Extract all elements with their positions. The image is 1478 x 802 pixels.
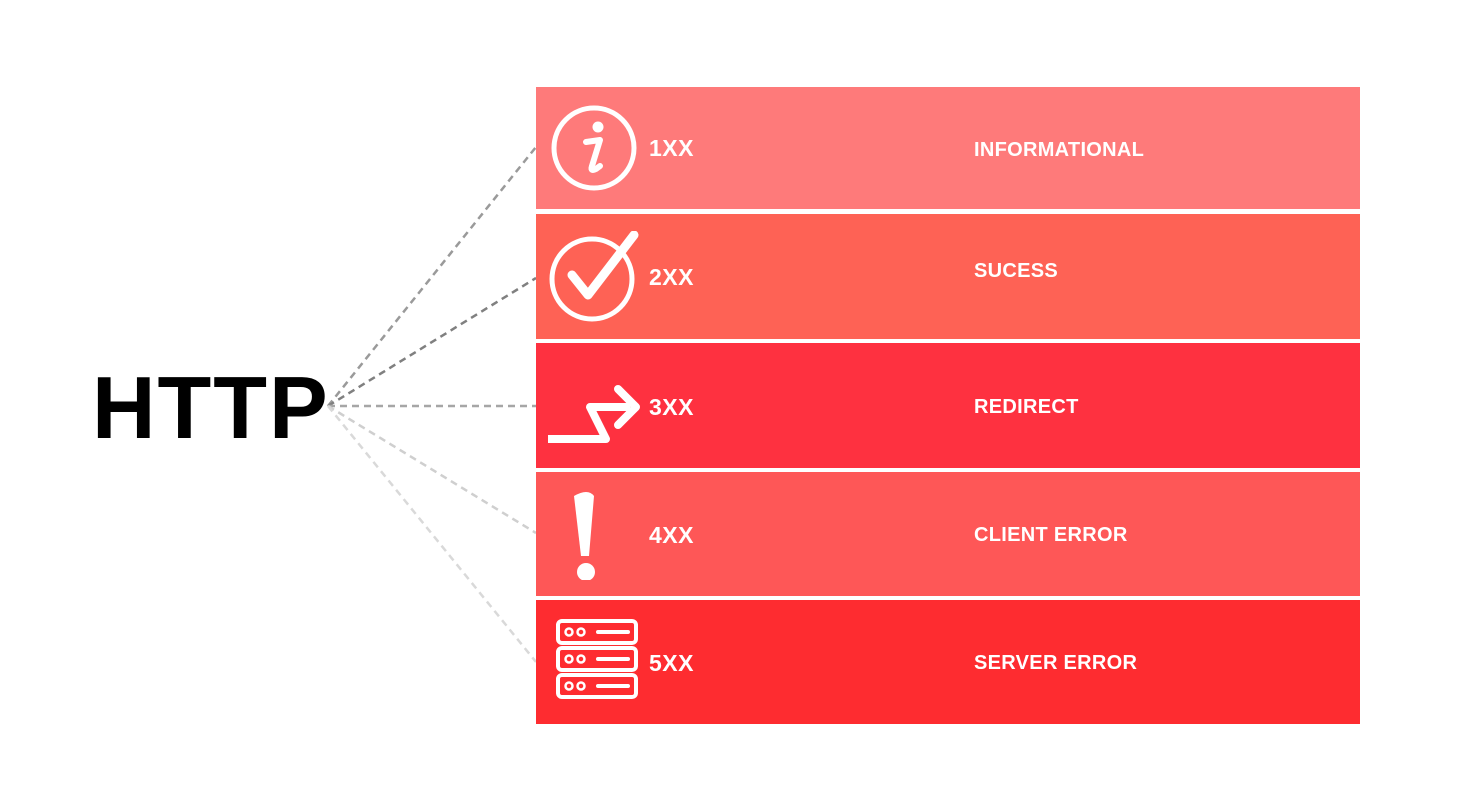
connector-line-5xx — [327, 405, 537, 663]
connector-line-2xx — [327, 276, 537, 408]
status-label: SUCESS — [974, 260, 1059, 282]
status-row-5xx: 5XX SERVER ERROR — [536, 600, 1360, 724]
status-code: 3XX — [649, 394, 694, 420]
status-row-3xx: 3XX REDIRECT — [536, 343, 1360, 468]
status-code: 5XX — [649, 650, 694, 676]
status-code: 2XX — [649, 264, 694, 290]
info-icon — [548, 102, 640, 194]
diagram-title: HTTP — [92, 358, 330, 457]
redirect-arrow-icon — [548, 361, 640, 453]
connector-line-1xx — [327, 146, 537, 407]
status-row-2xx: 2XX SUCESS — [536, 214, 1360, 339]
exclamation-icon — [548, 488, 640, 580]
connector-line-4xx — [327, 404, 537, 535]
status-label: CLIENT ERROR — [974, 524, 1128, 546]
status-row-4xx: 4XX CLIENT ERROR — [536, 472, 1360, 596]
status-label: REDIRECT — [974, 396, 1079, 418]
server-icon — [548, 617, 640, 709]
status-code: 1XX — [649, 135, 694, 161]
status-code: 4XX — [649, 522, 694, 548]
status-label: INFORMATIONAL — [974, 139, 1145, 161]
status-label: SERVER ERROR — [974, 652, 1138, 674]
checkmark-icon — [548, 231, 640, 323]
status-row-1xx: 1XX INFORMATIONAL — [536, 87, 1360, 209]
